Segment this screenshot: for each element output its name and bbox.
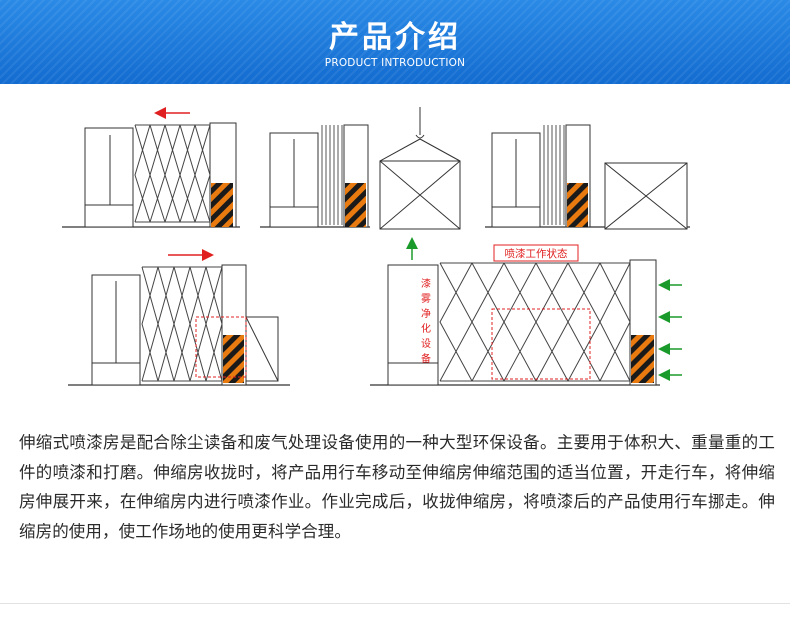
page-title: 产品介绍: [329, 20, 461, 55]
diagram-4: [68, 249, 290, 386]
header-banner: 产品介绍 PRODUCT INTRODUCTION: [0, 0, 790, 84]
label-purify-char-1: 漆: [421, 277, 431, 290]
product-description: 伸缩式喷漆房是配合除尘读备和废气处理设备使用的一种大型环保设备。主要用于体积大、…: [19, 433, 775, 541]
label-purify-char-4: 化: [421, 322, 431, 335]
label-purify-char-6: 备: [421, 352, 431, 365]
bottom-divider: [0, 603, 790, 604]
label-purify-equipment: 漆 雾 净 化 设 备: [421, 277, 431, 365]
label-working-state: 喷漆工作状态: [505, 247, 568, 260]
diagram-2: [260, 107, 461, 230]
label-purify-char-5: 设: [421, 338, 431, 350]
diagram-1: [62, 107, 240, 228]
diagram-5: [370, 237, 682, 386]
label-purify-char-2: 雾: [421, 293, 431, 305]
diagram-3: [485, 124, 690, 230]
product-diagrams: 喷漆工作状态 漆 雾 净 化 设 备: [62, 107, 690, 386]
page-subtitle: PRODUCT INTRODUCTION: [324, 57, 466, 69]
label-purify-char-3: 净: [421, 307, 431, 320]
